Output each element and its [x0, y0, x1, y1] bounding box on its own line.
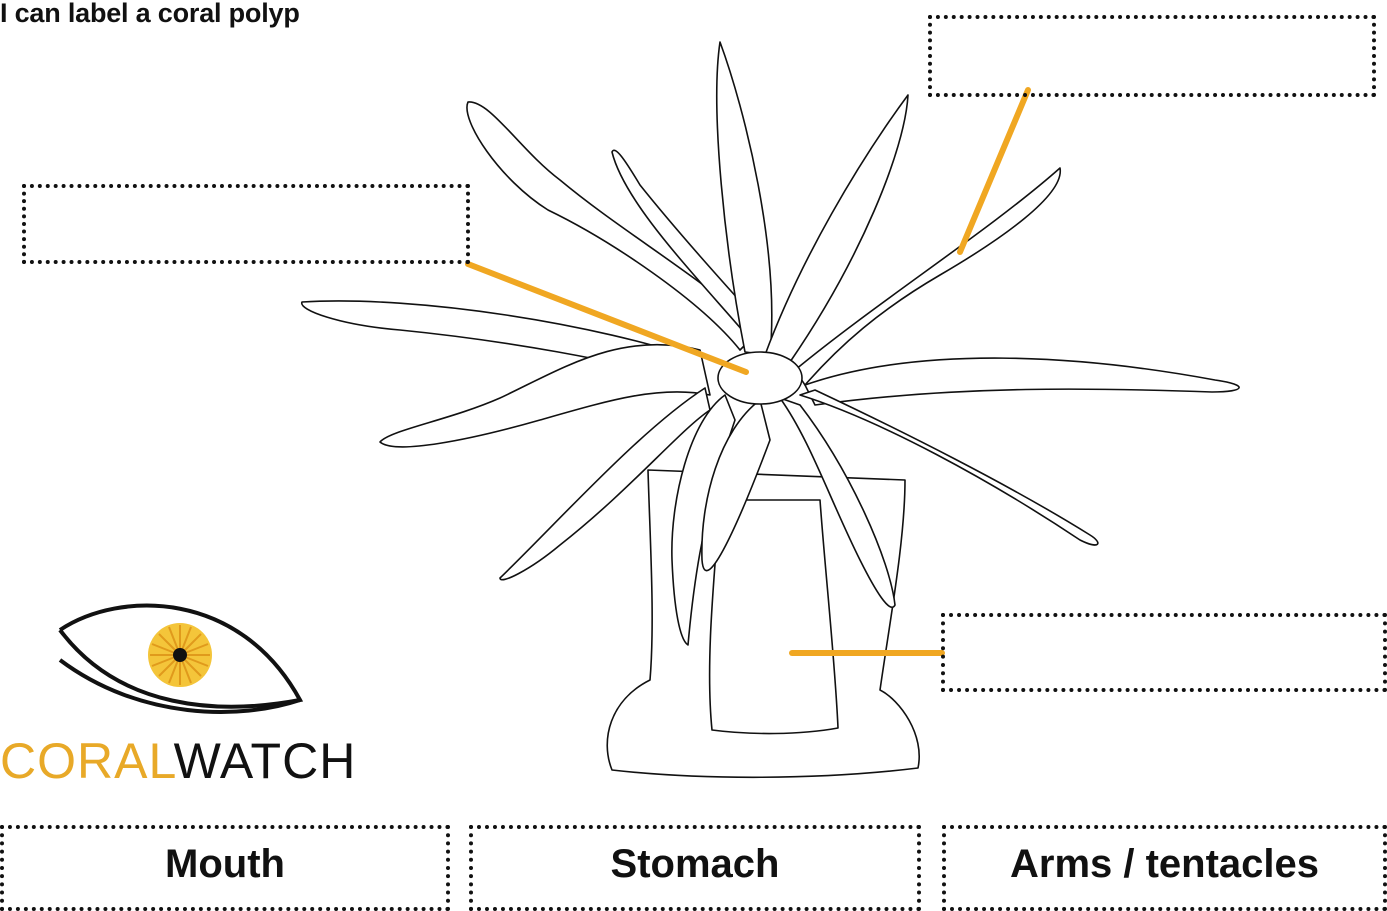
word-card-stomach[interactable]: Stomach: [469, 825, 921, 911]
tentacle: [467, 102, 760, 350]
word-card-mouth[interactable]: Mouth: [0, 825, 450, 911]
tentacle: [765, 95, 908, 362]
label-box-left[interactable]: [22, 184, 470, 264]
word-card-arms-tentacles[interactable]: Arms / tentacles: [942, 825, 1387, 911]
label-box-bottom-right[interactable]: [941, 613, 1387, 692]
polyp-mouth: [718, 352, 802, 404]
tentacle: [805, 358, 1239, 405]
logo-wordmark: CORALWATCH: [0, 732, 356, 790]
label-box-top-right[interactable]: [928, 15, 1376, 97]
